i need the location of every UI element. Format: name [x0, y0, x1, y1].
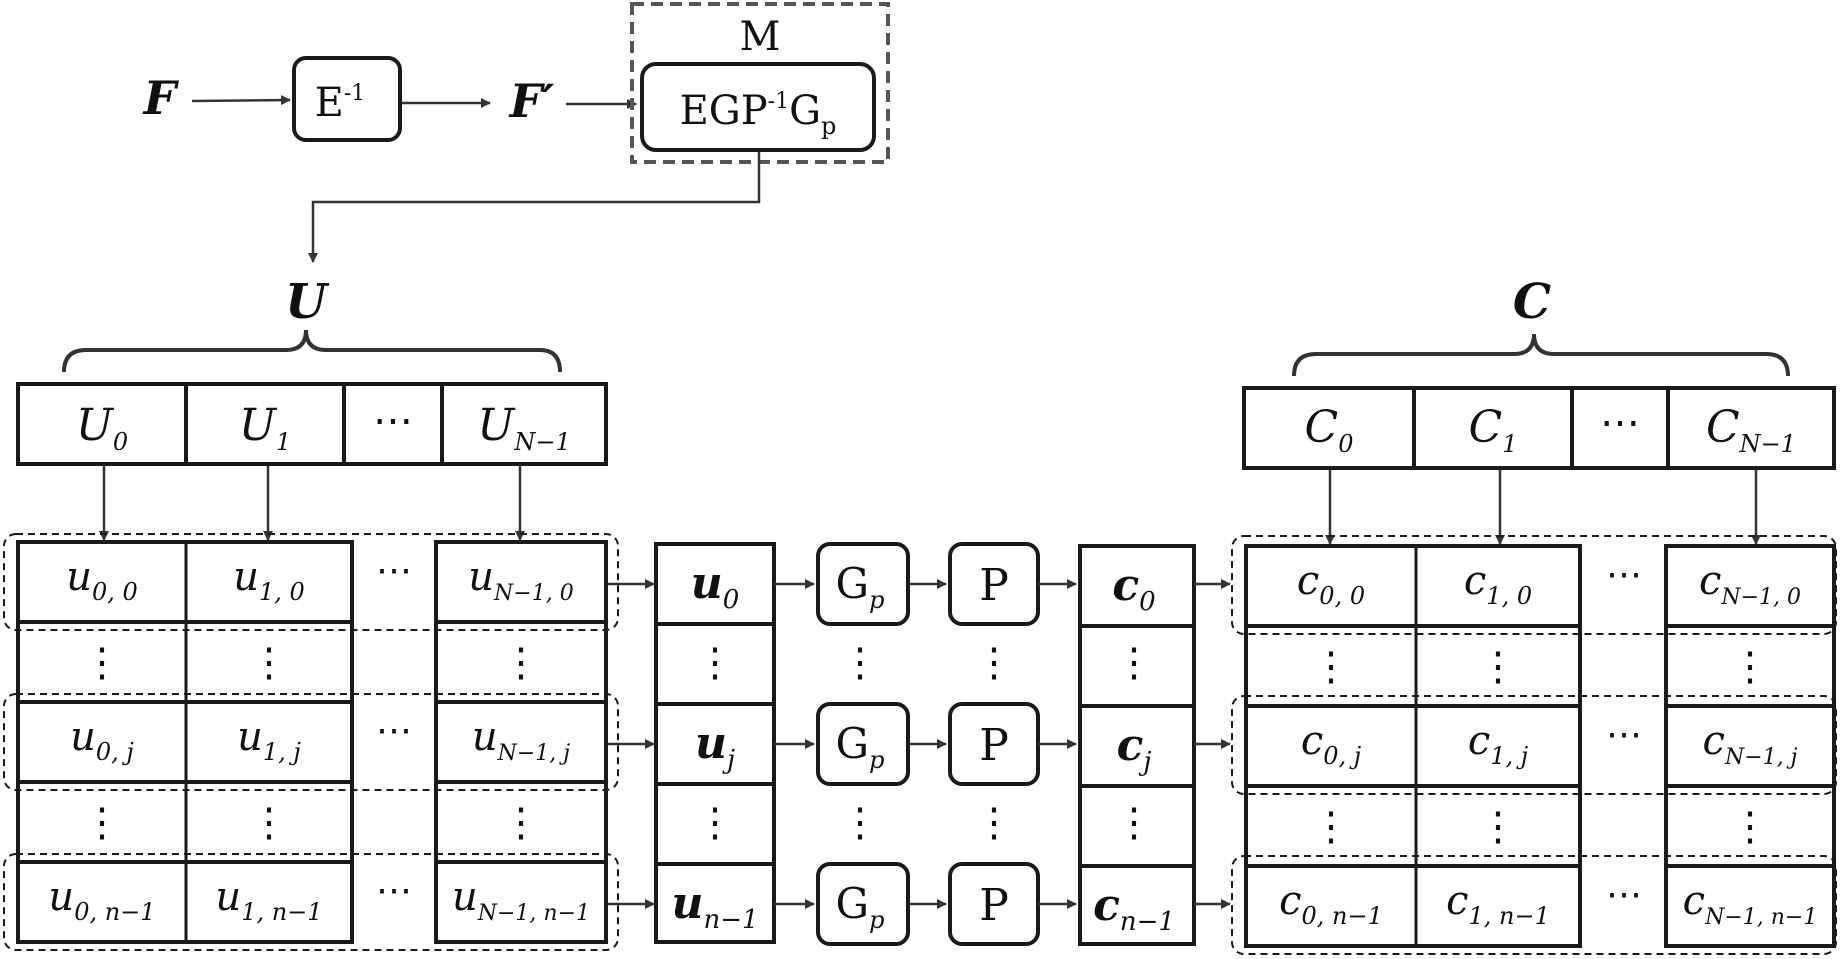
U-block-label: UN−1	[477, 400, 570, 456]
u-hdots: ⋯	[376, 710, 412, 751]
c-cell: cN−1, 0	[1699, 558, 1801, 610]
u-vector-label: uj	[695, 718, 735, 775]
u-vector-label: u0	[691, 558, 740, 615]
egp-box	[640, 62, 876, 152]
arrow-F-to-Einv	[191, 95, 291, 106]
c-row-group-box	[1231, 855, 1837, 955]
c-cell: c1, n−1	[1446, 878, 1550, 930]
u-cell: u0, 0	[66, 554, 138, 606]
P-box-label: P	[979, 720, 1009, 771]
c-matrix-left	[1244, 544, 1582, 948]
c-matrix-right	[1664, 544, 1836, 948]
U-brace	[62, 329, 562, 373]
middle-vdots: ⋮	[695, 800, 735, 846]
u-vdots: ⋮	[249, 640, 289, 686]
u-vdots: ⋮	[82, 800, 122, 846]
u-row-group-box	[3, 533, 619, 631]
u-hdots: ⋯	[376, 550, 412, 591]
u-cell: u0, n−1	[48, 874, 155, 926]
u-cell: uN−1, n−1	[452, 874, 590, 926]
c-row-group-box	[1231, 535, 1837, 635]
middle-vdots: ⋮	[695, 640, 735, 686]
U-block-label: U1	[239, 400, 291, 456]
C-block-label: C0	[1305, 402, 1354, 458]
u-cell: uN−1, 0	[468, 554, 573, 606]
c-cell: c1, j	[1468, 718, 1529, 770]
C-block-hdots: ⋯	[1600, 400, 1640, 446]
u-matrix-right	[434, 540, 608, 944]
P-box-label: P	[979, 880, 1009, 931]
c-hdots: ⋯	[1606, 874, 1642, 915]
m-label: M	[740, 14, 781, 60]
c-cell: cN−1, j	[1703, 718, 1798, 770]
C-block-label: CN−1	[1706, 402, 1796, 458]
u-vdots: ⋮	[501, 800, 541, 846]
C-block-label: C1	[1469, 402, 1518, 458]
u-cell: uN−1, j	[472, 714, 570, 766]
middle-vdots: ⋮	[840, 640, 880, 686]
middle-vdots: ⋮	[1114, 640, 1154, 686]
U-label: U	[285, 274, 330, 330]
C-brace	[1292, 333, 1790, 377]
u-vdots: ⋮	[82, 640, 122, 686]
c-vector-label: c0	[1112, 560, 1155, 617]
einv-box	[292, 56, 402, 142]
u-cell: u1, n−1	[215, 874, 322, 926]
c-vdots: ⋮	[1311, 804, 1351, 850]
c-vector-label: cj	[1117, 720, 1152, 777]
u-vector-column	[654, 542, 776, 944]
c-cell: c1, 0	[1464, 558, 1532, 610]
c-cell: c0, n−1	[1279, 878, 1383, 930]
Gp-box-label: Gp	[836, 879, 885, 934]
c-vdots: ⋮	[1730, 804, 1770, 850]
C-label: C	[1513, 274, 1551, 330]
C-block-row	[1242, 386, 1836, 470]
input-F: F	[142, 71, 180, 125]
u-vector-label: un−1	[671, 878, 758, 935]
U-block-hdots: ⋯	[373, 398, 413, 444]
connector-M-to-U	[308, 152, 761, 263]
c-cell: c0, j	[1301, 718, 1362, 770]
u-cell: u1, j	[237, 714, 301, 766]
c-vdots: ⋮	[1311, 644, 1351, 690]
Gp-box-label: Gp	[836, 559, 885, 614]
u-cell: u1, 0	[233, 554, 305, 606]
u-vdots: ⋮	[501, 640, 541, 686]
egp-box-label: EGP-1Gp	[680, 88, 837, 140]
c-hdots: ⋯	[1606, 714, 1642, 755]
u-row-group-box	[3, 853, 619, 951]
c-row-group-box	[1231, 695, 1837, 795]
c-vector-column	[1078, 544, 1196, 946]
einv-box-label: E-1	[315, 80, 366, 126]
u-hdots: ⋯	[376, 870, 412, 911]
c-vdots: ⋮	[1730, 644, 1770, 690]
u-cell: u0, j	[70, 714, 134, 766]
middle-vdots: ⋮	[974, 800, 1014, 846]
middle-vdots: ⋮	[1114, 800, 1154, 846]
c-vector-label: cn−1	[1093, 880, 1175, 937]
middle-vdots: ⋮	[974, 640, 1014, 686]
c-vdots: ⋮	[1478, 644, 1518, 690]
P-box-label: P	[979, 560, 1009, 611]
c-vdots: ⋮	[1478, 804, 1518, 850]
output-F-prime: F′	[508, 74, 555, 128]
c-cell: c0, 0	[1297, 558, 1365, 610]
U-block-label: U0	[76, 400, 128, 456]
c-hdots: ⋯	[1606, 554, 1642, 595]
u-row-group-box	[3, 693, 619, 791]
u-vdots: ⋮	[249, 800, 289, 846]
Gp-box-label: Gp	[836, 719, 885, 774]
U-block-row	[16, 382, 608, 466]
dynamic-layer: U0 U1 ⋯ UN−1 C0 C1 ⋯ CN−1 u0, 0 u1, 0 ⋯ uN−1, 0 u0, …	[3, 382, 1837, 955]
middle-vdots: ⋮	[840, 800, 880, 846]
c-cell: cN−1, n−1	[1683, 878, 1818, 930]
